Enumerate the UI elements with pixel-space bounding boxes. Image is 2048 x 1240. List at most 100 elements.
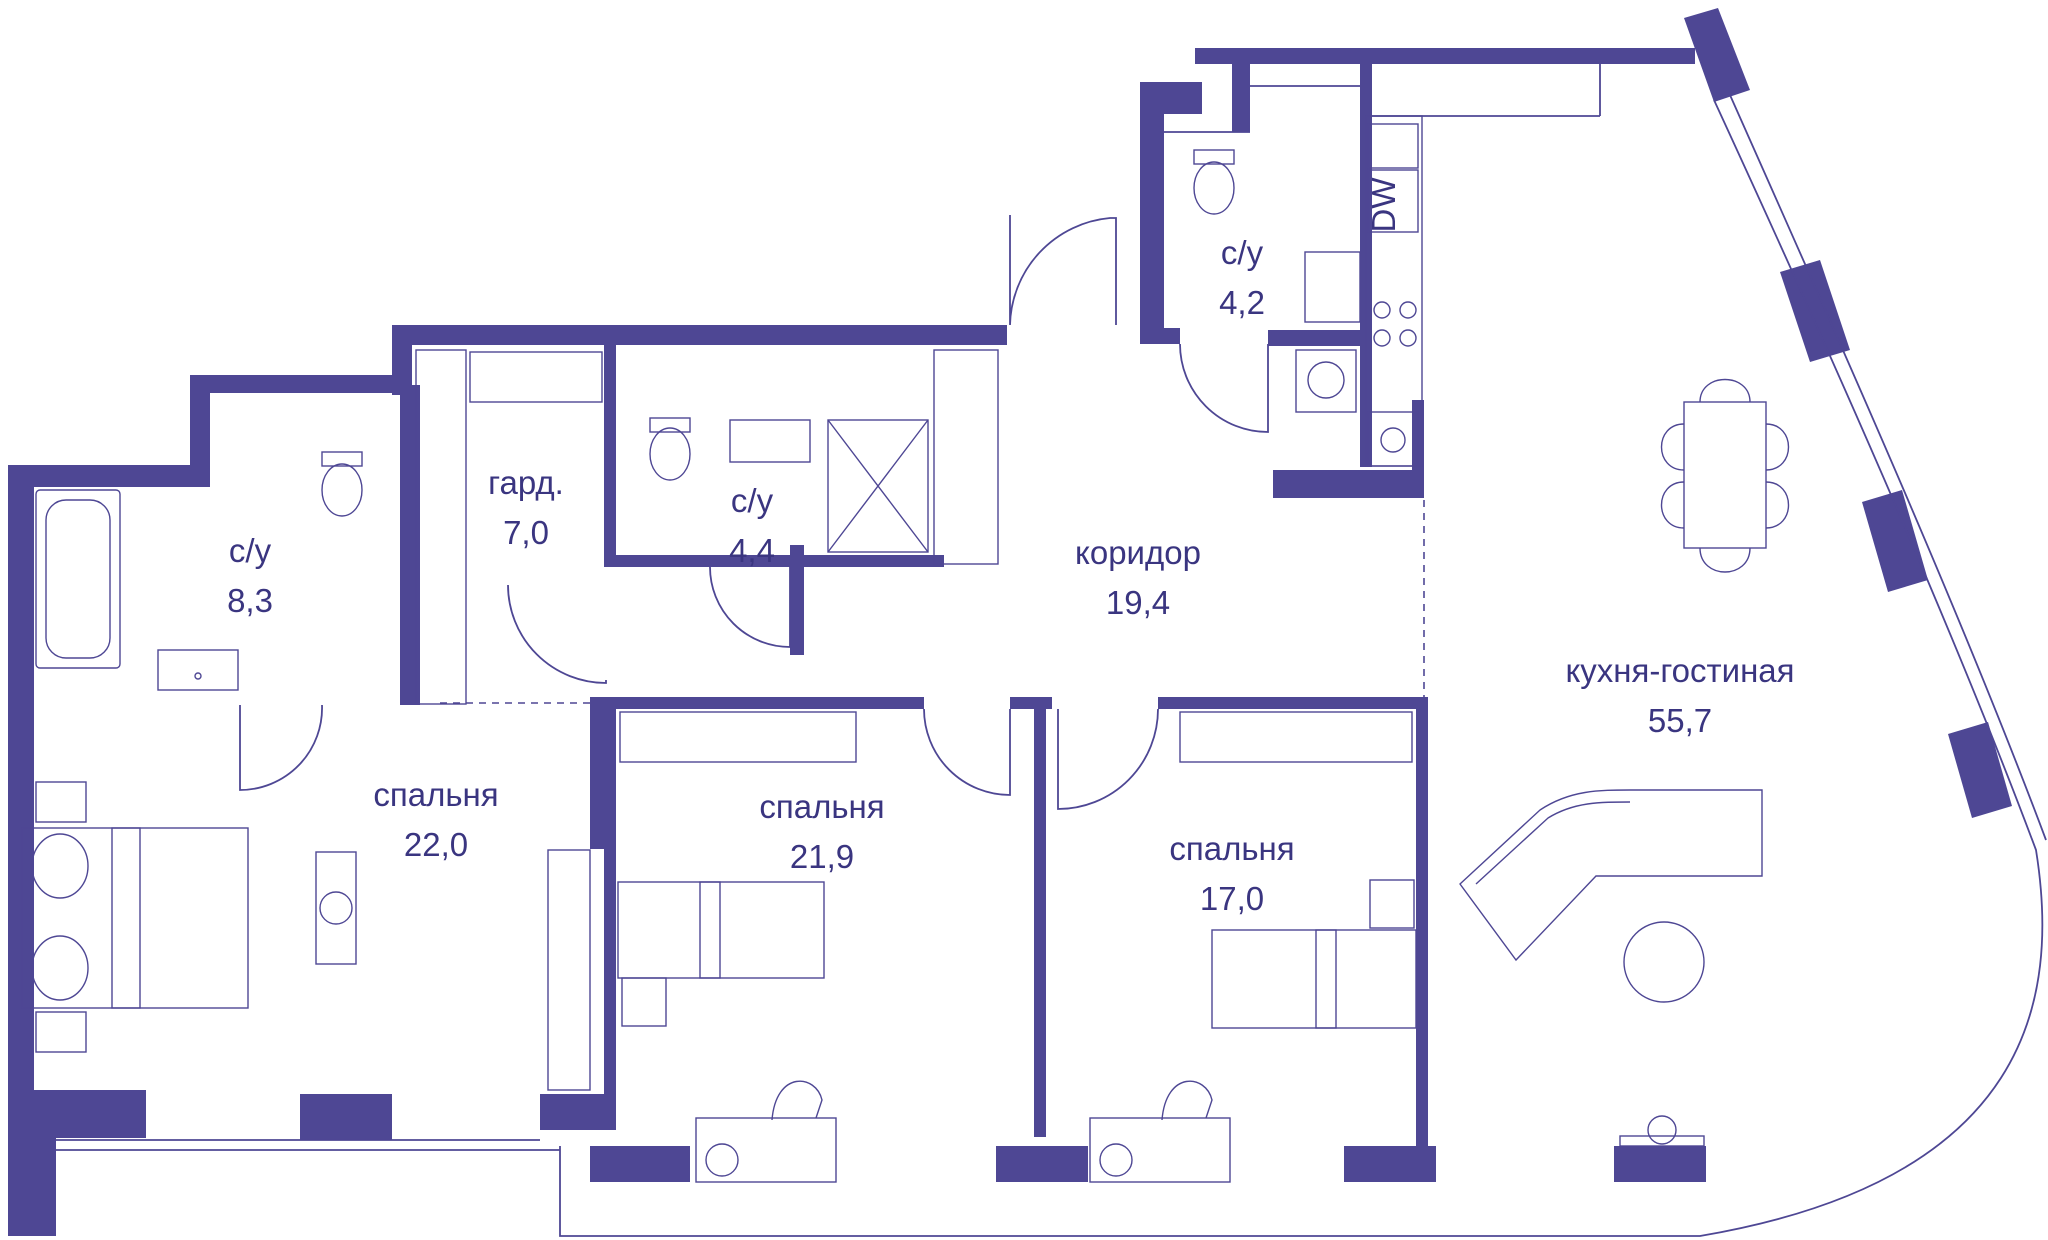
wall [1140,328,1180,344]
sink-icon [194,672,202,680]
wall [1195,48,1695,64]
room-area: 4,2 [1219,284,1265,321]
door-swing-icon [239,704,323,791]
chair-icon [1699,547,1751,573]
wall [1780,260,1850,362]
sink-icon [157,649,239,691]
chair-icon [1765,481,1790,529]
labels: DW с/у 8,3 гард. 7,0 с/у 4,4 с/у 4,2 кор… [227,177,1794,917]
chair-icon [1660,423,1685,471]
chair-icon [705,1143,739,1177]
wall [392,325,1007,345]
tv-icon [1619,1135,1705,1147]
desk-icon [1089,1117,1231,1183]
toilet-icon [649,427,691,481]
stove-icon [1399,301,1417,319]
wall [1344,1146,1436,1182]
walls [8,8,2012,1236]
dining-table-icon [1683,401,1767,549]
wall [300,1094,392,1140]
wardrobe-shelf [469,351,603,403]
bathtub-icon [45,499,111,659]
toilet-icon [1193,149,1235,165]
chair-icon [1699,378,1751,403]
nightstand-icon [35,1011,87,1053]
bed-icon [699,881,721,979]
wardrobe-shelf [415,349,467,705]
wall [34,1090,146,1138]
room-name: спальня [1169,830,1294,867]
shower-icon [827,419,929,553]
wall [1948,722,2012,818]
room-name: кухня-гостиная [1565,652,1794,689]
room-name: с/у [1221,234,1264,271]
wall [1268,330,1368,346]
door-swing-icon [1057,708,1159,810]
room-area: 55,7 [1648,702,1712,739]
room-area: 7,0 [503,514,549,551]
sofa-icon [1459,789,1763,962]
outlines [56,64,2047,1237]
wall [1416,697,1428,1147]
desk-icon [695,1117,837,1183]
wall [604,555,944,567]
bed-icon [617,881,825,979]
tv-icon [1647,1115,1677,1145]
sink-icon [729,419,811,463]
wall [190,375,405,393]
wardrobe-shelf [547,849,591,1091]
room-area: 8,3 [227,582,273,619]
sofa-icon [1475,801,1631,885]
room-name: спальня [759,788,884,825]
dishwasher-label: DW [1365,177,1402,233]
bed-icon [111,827,141,1009]
wall [1273,470,1333,498]
bed-icon [31,935,89,1001]
washing-machine-icon [1295,349,1357,413]
nightstand-icon [1369,879,1415,929]
wall [1614,1146,1706,1182]
dishwasher-icon [1367,169,1419,233]
room-area: 4,4 [729,532,775,569]
room-name: с/у [229,532,272,569]
shower-icon [827,419,929,553]
stove-icon [1373,329,1391,347]
wardrobe-shelf [933,349,999,565]
wall [1158,697,1428,709]
washing-machine-icon [1307,361,1345,399]
sink-icon [1304,251,1361,323]
room-name: коридор [1075,534,1201,571]
chair-icon [1161,1080,1213,1121]
stove-icon [1399,329,1417,347]
room-area: 19,4 [1106,584,1170,621]
wall [540,1094,616,1130]
room-area: 21,9 [790,838,854,875]
wall [790,545,804,655]
wall [996,1146,1088,1182]
wall [1232,62,1250,132]
curved-window [1729,94,2047,841]
bed-icon [31,833,89,899]
chair-icon [1099,1143,1133,1177]
toilet-icon [1193,161,1235,215]
tv-icon [315,851,357,965]
wall [1684,8,1750,102]
door-swing-icon [923,708,1011,796]
bed-icon [21,827,249,1009]
chair-icon [1765,423,1790,471]
wardrobe-shelf [619,711,857,763]
stove-icon [1373,301,1391,319]
wall [604,345,616,565]
room-name: спальня [373,776,498,813]
toilet-icon [321,451,363,467]
wall [190,375,210,487]
room-area: 22,0 [404,826,468,863]
chair-icon [771,1080,823,1121]
bed-icon [1211,929,1417,1029]
wall [604,697,616,1127]
wall [1010,697,1022,709]
fridge-icon [1367,411,1419,467]
room-name: гард. [488,464,564,501]
wall [1034,697,1046,1137]
wall [8,465,34,1105]
